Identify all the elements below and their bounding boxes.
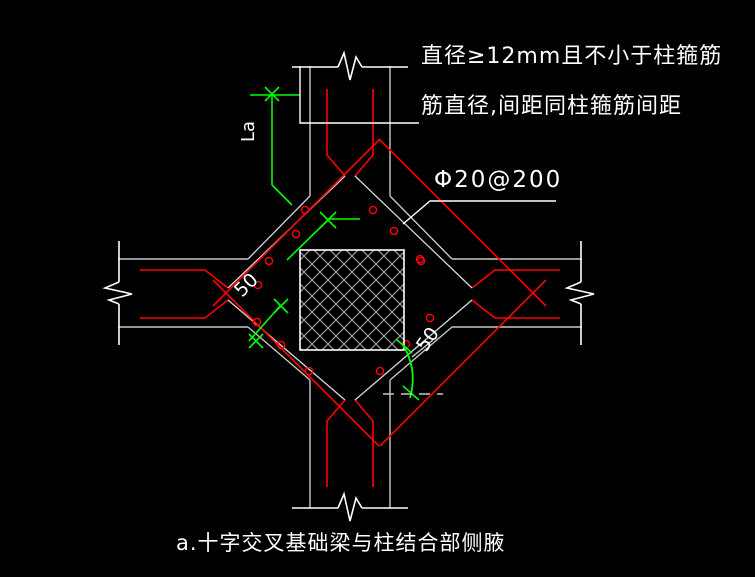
stirrup-note-line1: 直径≥12mm且不小于柱箍筋 xyxy=(421,44,723,69)
dimension-haunch-thickness-left xyxy=(248,298,289,349)
dimension-label-la: La xyxy=(238,120,259,142)
beam-north xyxy=(292,50,408,196)
beam-east xyxy=(452,241,595,345)
haunch-rebar-diagonals xyxy=(212,138,547,447)
rebar-section-circles xyxy=(252,205,435,376)
central-hatched-column xyxy=(299,249,405,351)
beam-west xyxy=(102,241,248,345)
dimension-haunch-thickness-right xyxy=(383,338,443,401)
rebar-spec-label: Φ20@200 xyxy=(434,167,563,193)
diagonal-haunch-outline xyxy=(227,175,473,401)
dimension-haunch-slope-upper xyxy=(286,211,360,261)
stirrup-note-line2: 筋直径,间距同柱箍筋间距 xyxy=(421,94,682,119)
figure-caption: a.十字交叉基础梁与柱结合部侧腋 xyxy=(176,531,506,555)
dimension-anchorage-la xyxy=(250,86,300,206)
leader-lines xyxy=(299,66,556,358)
beam-south xyxy=(292,380,408,522)
